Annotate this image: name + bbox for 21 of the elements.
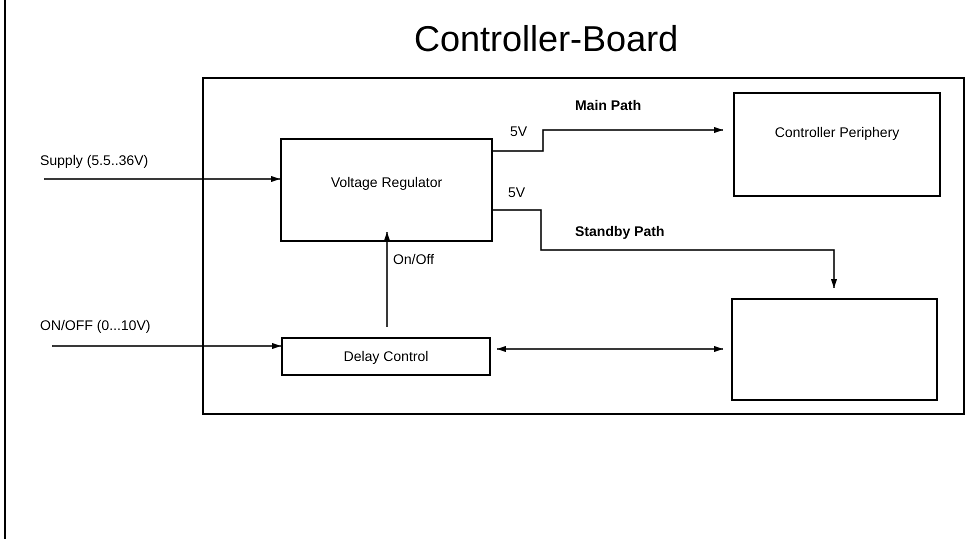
edge-label: Main Path <box>575 96 642 115</box>
arrow <box>493 209 838 288</box>
arrow <box>52 342 281 350</box>
block-box <box>733 92 941 197</box>
arrow <box>493 126 723 152</box>
block-label: Voltage Regulator <box>330 172 442 192</box>
arrow <box>384 232 390 327</box>
edge-label: ON/OFF (0...10V) <box>40 316 150 335</box>
voltage-label: 5V <box>510 122 528 141</box>
arrow <box>44 176 280 182</box>
block-box <box>281 337 491 376</box>
board-title: Controller-Board <box>414 21 678 57</box>
voltage-label: 5V <box>508 183 526 202</box>
empty-box <box>731 298 938 401</box>
edge-label: Standby Path <box>575 222 664 241</box>
block-label: Delay Control <box>344 347 428 366</box>
edge-label: On/Off <box>393 250 434 269</box>
edge-label: Supply (5.5..36V) <box>40 151 148 170</box>
arrow <box>497 346 723 352</box>
block-label: Controller Periphery <box>774 123 900 142</box>
block-box <box>280 138 493 242</box>
